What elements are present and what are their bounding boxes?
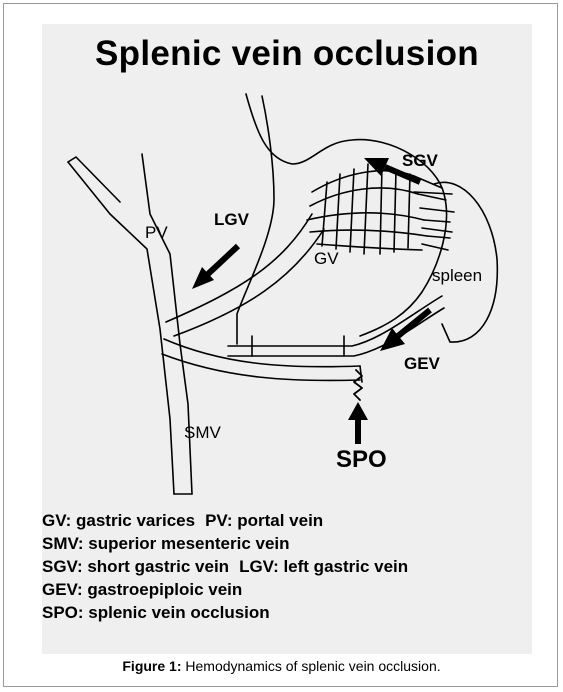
figure-frame: Splenic vein occlusion: [3, 3, 558, 687]
lgv-arrowhead: [192, 267, 214, 289]
figure-title: Splenic vein occlusion: [95, 34, 479, 73]
legend-row: SPO: splenic vein occlusion: [42, 603, 270, 622]
label-pv: PV: [145, 223, 168, 242]
left-gastric-vein: [165, 213, 313, 323]
legend-row: GEV: gastroepiploic vein: [42, 580, 243, 599]
occlusion-mark: [353, 369, 363, 401]
splenic-vein-top: [163, 338, 361, 368]
gastric-varices-network: [306, 163, 451, 255]
stomach-lesser-curve: [236, 95, 275, 345]
sgv-arrowhead: [364, 158, 389, 176]
sgv-arrow: [383, 164, 422, 185]
short-gastric-veins: [413, 191, 455, 251]
label-spo: SPO: [336, 446, 387, 473]
stomach-outline: [245, 93, 448, 337]
splenic-vein-bottom: [161, 353, 361, 382]
label-lgv: LGV: [214, 210, 250, 229]
label-smv: SMV: [184, 423, 222, 442]
label-gev: GEV: [404, 354, 441, 373]
vein-diagram: PV LGV GV SGV spleen GEV SMV SPO: [67, 93, 499, 495]
legend-row: SMV: superior mesenteric vein: [42, 534, 290, 553]
spo-arrowhead: [348, 402, 368, 420]
gev-arrowhead: [380, 328, 405, 351]
caption-label: Figure 1:: [122, 658, 182, 674]
label-gv: GV: [314, 249, 339, 268]
caption-text: Hemodynamics of splenic vein occlusion.: [185, 658, 441, 674]
figure-caption: Figure 1: Hemodynamics of splenic vein o…: [0, 658, 563, 674]
gastroepiploic-vein-top: [227, 295, 443, 347]
label-sgv: SGV: [402, 151, 439, 170]
lgv-arrow: [205, 243, 241, 277]
portal-vein-right-edge: [141, 153, 193, 495]
gev-arrow: [396, 307, 432, 339]
spleen-outline: [433, 181, 499, 343]
left-gastric-vein-inner: [173, 228, 325, 337]
portal-vein-branch: [67, 156, 121, 203]
portal-vein-left-edge: [67, 161, 175, 495]
label-spleen: spleen: [432, 266, 482, 285]
figure-panel: Splenic vein occlusion: [42, 24, 532, 654]
